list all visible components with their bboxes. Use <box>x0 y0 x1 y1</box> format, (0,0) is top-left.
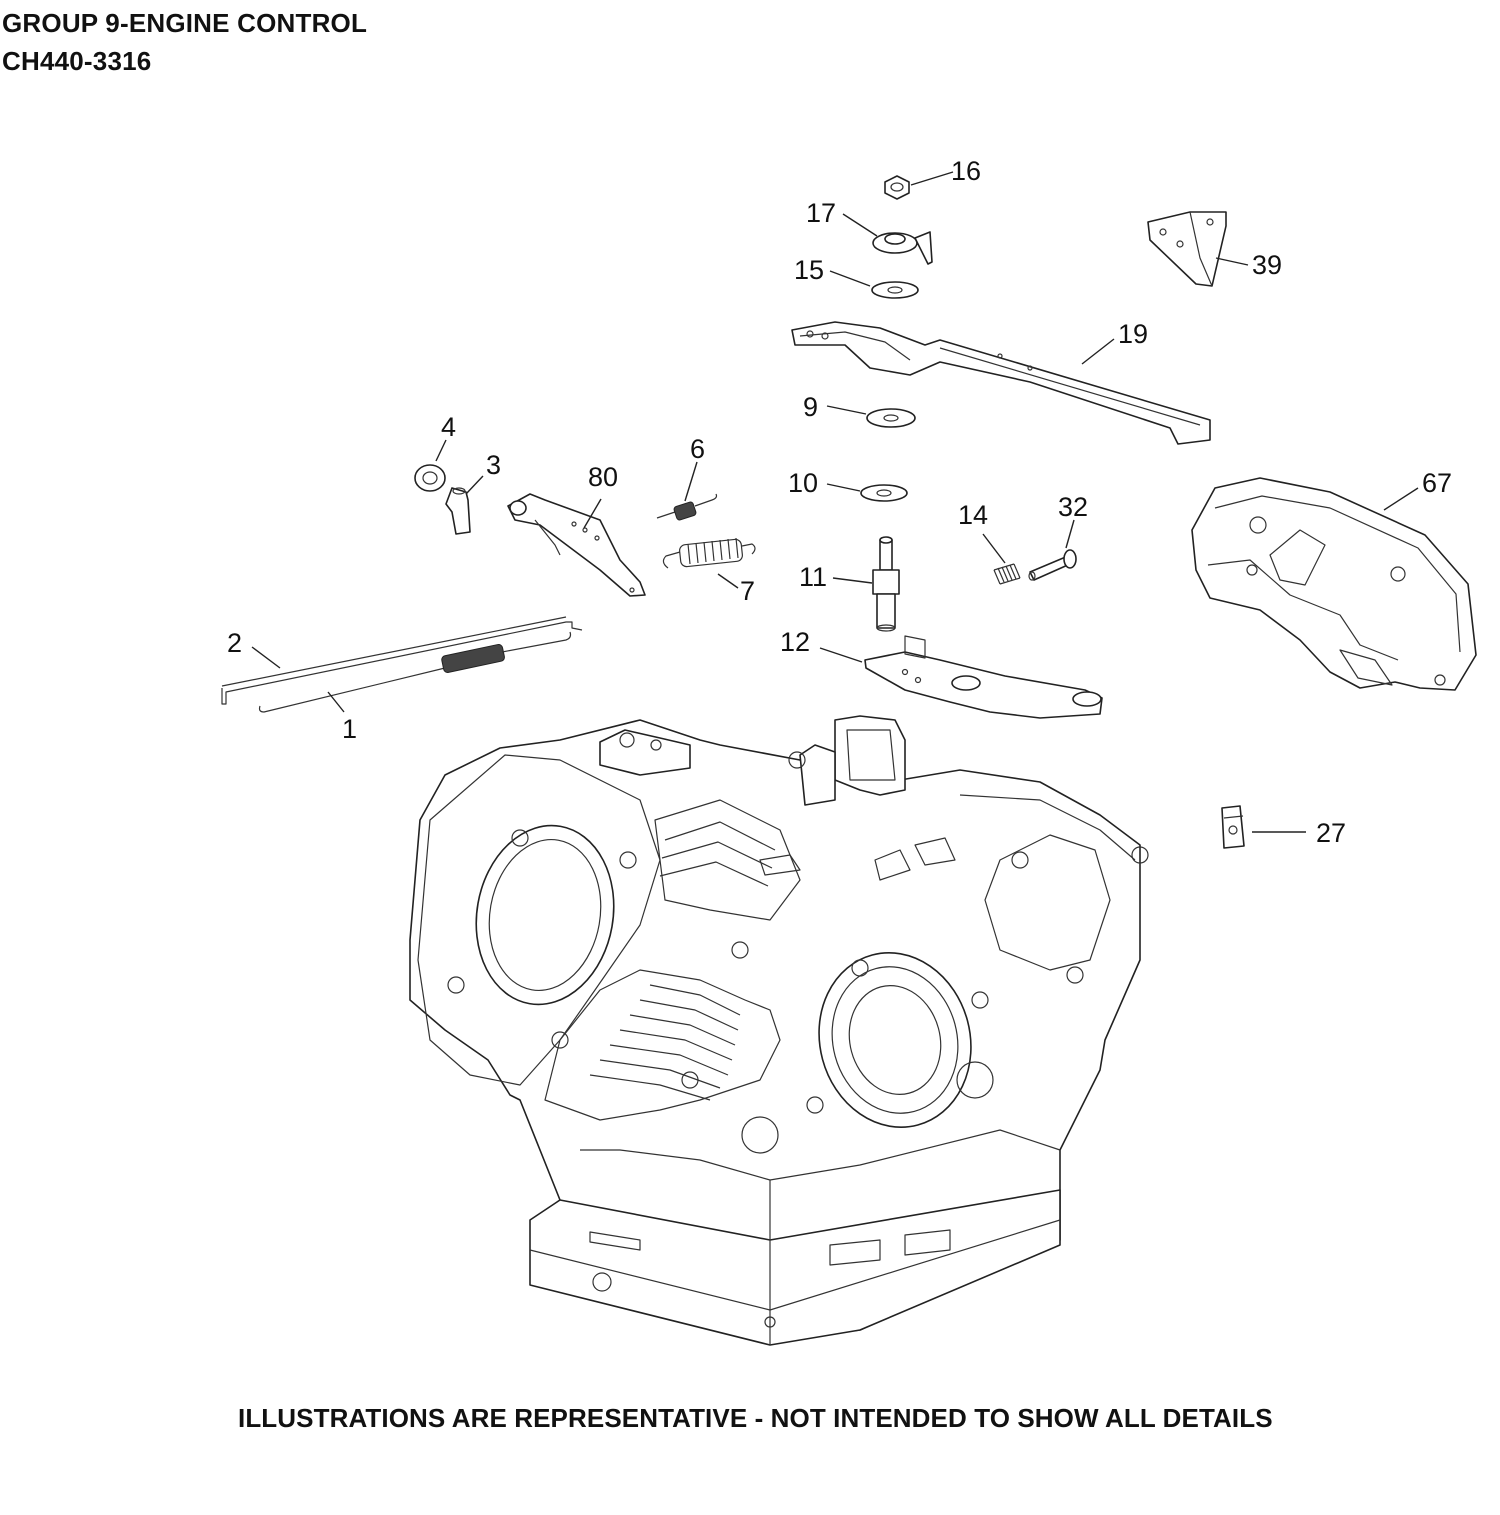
part-4-nut[interactable] <box>414 464 446 492</box>
callout-3: 3 <box>486 450 501 480</box>
part-7-spring[interactable] <box>662 537 756 569</box>
part-3-stud[interactable] <box>445 487 471 535</box>
part-11-governor-shaft[interactable] <box>872 536 900 632</box>
callout-27: 27 <box>1316 818 1346 848</box>
callout-10: 10 <box>788 468 818 498</box>
callout-39: 39 <box>1252 250 1282 280</box>
part-39-bracket[interactable] <box>1147 211 1227 287</box>
callout-19: 19 <box>1118 319 1148 349</box>
callout-32: 32 <box>1058 492 1088 522</box>
callout-6: 6 <box>690 434 705 464</box>
diagram-title: GROUP 9-ENGINE CONTROL <box>2 8 368 38</box>
part-19-control-lever[interactable] <box>791 321 1211 445</box>
callout-15: 15 <box>794 255 824 285</box>
part-67-cover[interactable] <box>1191 477 1477 691</box>
callout-4: 4 <box>441 412 456 442</box>
part-10-washer[interactable] <box>860 484 908 502</box>
part-17-bushing[interactable] <box>872 231 933 265</box>
disclaimer-text: ILLUSTRATIONS ARE REPRESENTATIVE - NOT I… <box>238 1403 1273 1433</box>
callout-17: 17 <box>806 198 836 228</box>
callout-12: 12 <box>780 627 810 657</box>
callout-16: 16 <box>951 156 981 186</box>
callout-2: 2 <box>227 628 242 658</box>
part-6-spring[interactable] <box>656 493 718 521</box>
callout-14: 14 <box>958 500 988 530</box>
part-9-washer[interactable] <box>866 408 916 428</box>
model-number: CH440-3316 <box>2 46 152 76</box>
part-1-governor-rod[interactable] <box>258 631 572 713</box>
part-14-spring[interactable] <box>993 563 1021 585</box>
callout-1: 1 <box>342 714 357 744</box>
part-12-governor-lever[interactable] <box>864 635 1103 719</box>
callout-7: 7 <box>740 576 755 606</box>
callout-11: 11 <box>799 562 827 592</box>
part-2-control-rod[interactable] <box>221 616 583 705</box>
callout-80: 80 <box>588 462 618 492</box>
callout-9: 9 <box>803 392 818 422</box>
callout-67: 67 <box>1422 468 1452 498</box>
part-16-nut[interactable] <box>884 175 910 200</box>
part-32-pin[interactable] <box>1028 549 1077 581</box>
part-27-clip[interactable] <box>1221 805 1245 849</box>
engine-crankcase <box>409 715 1149 1346</box>
part-80-throttle-lever[interactable] <box>507 493 646 597</box>
part-15-washer[interactable] <box>871 281 919 299</box>
